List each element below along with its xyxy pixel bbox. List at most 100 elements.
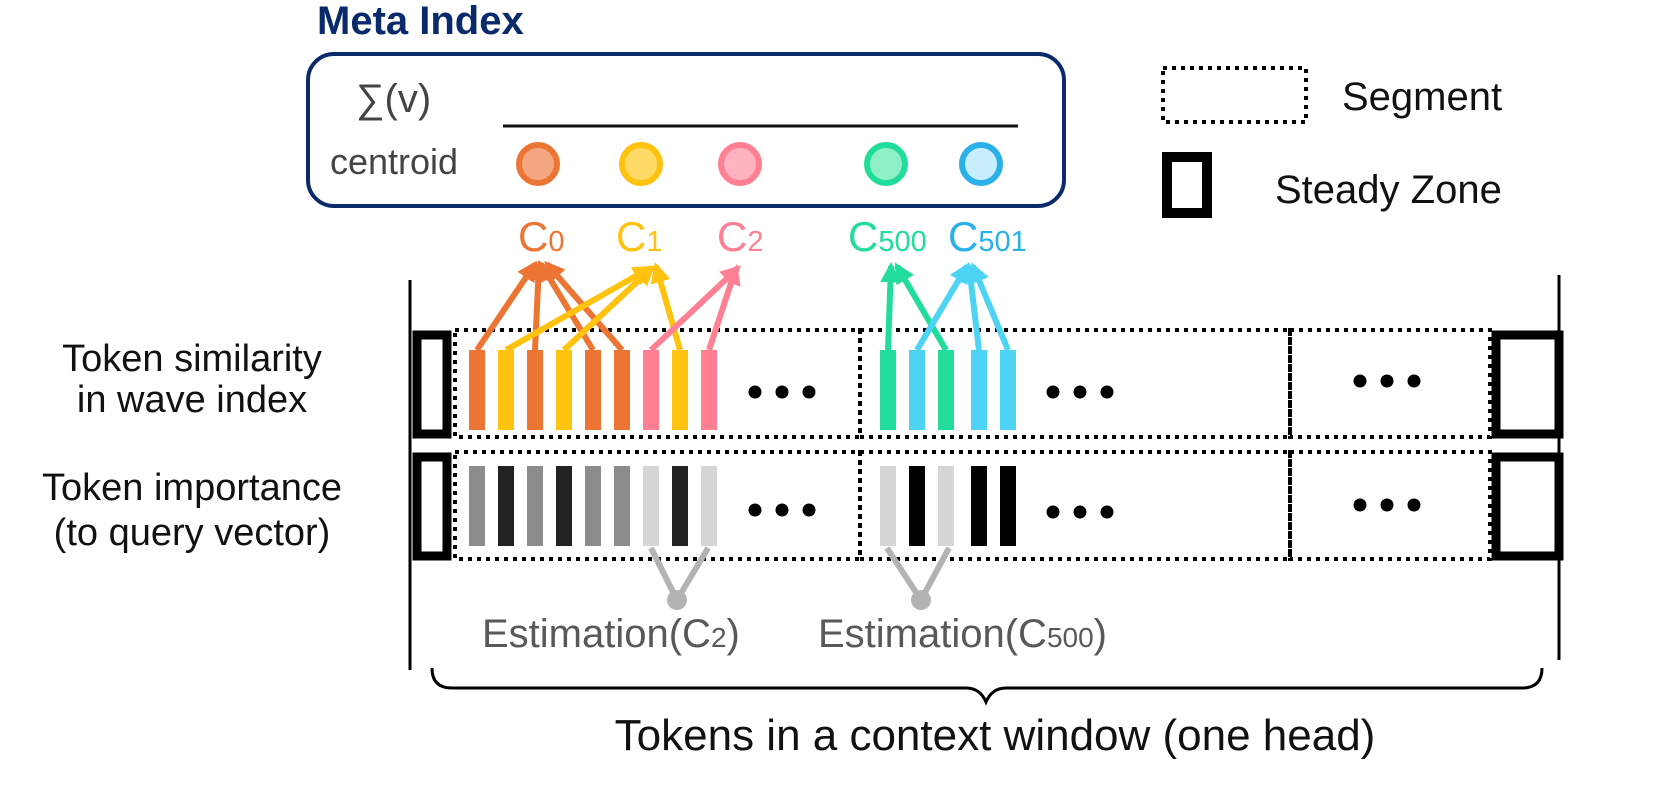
importance-row-label-line2: (to query vector) xyxy=(54,512,331,554)
importance-token-seg2-2 xyxy=(938,466,954,546)
centroid-subscript: 501 xyxy=(978,226,1026,258)
segment-outline-r1-s1 xyxy=(858,450,1292,561)
steady-zone-right-bottom xyxy=(1491,452,1564,561)
similarity-token-seg2-4 xyxy=(1000,350,1016,430)
importance-token-seg1-8 xyxy=(701,466,717,546)
segment-outline-r0-s0 xyxy=(453,328,862,439)
estimation-label-c500: Estimation(C500) xyxy=(818,612,1107,656)
steady-zone-left-top xyxy=(412,330,452,439)
estimation-label-c2: Estimation(C2) xyxy=(482,612,740,656)
meta-index-box xyxy=(306,52,1066,208)
context-window-brace xyxy=(430,667,1544,706)
similarity-token-seg1-0 xyxy=(469,350,485,430)
similarity-token-seg2-2 xyxy=(938,350,954,430)
ellipsis-dot-0-2 xyxy=(802,385,816,399)
steady-zone-legend-swatch xyxy=(1162,152,1212,218)
centroid-circle-c500 xyxy=(864,142,908,186)
ellipsis-dot-5-1 xyxy=(1380,498,1394,512)
similarity-token-seg2-0 xyxy=(880,350,896,430)
context-window-caption: Tokens in a context window (one head) xyxy=(615,711,1376,760)
importance-token-seg1-4 xyxy=(585,466,601,546)
steady-zone-left-bottom xyxy=(412,452,452,561)
similarity-token-bars xyxy=(469,350,1016,430)
centroid-circle-c0 xyxy=(516,142,560,186)
similarity-token-seg1-3 xyxy=(556,350,572,430)
ellipsis-dot-2-2 xyxy=(1407,374,1421,388)
centroid-label-c0: C0 xyxy=(518,213,564,260)
centroid-subscript: 0 xyxy=(548,226,564,258)
ellipsis-dot-2-1 xyxy=(1380,374,1394,388)
ellipsis-dot-3-2 xyxy=(802,503,816,517)
arrow-9 xyxy=(880,261,901,351)
centroid-letter: C xyxy=(948,213,978,260)
centroid-circle-c1 xyxy=(619,142,663,186)
centroid-circle-c2 xyxy=(718,142,762,186)
centroid-circle-c501 xyxy=(959,142,1003,186)
centroid-subscript: 500 xyxy=(878,226,926,258)
ellipsis-dot-1-1 xyxy=(1073,385,1087,399)
steady-zone-legend-label: Steady Zone xyxy=(1275,168,1502,212)
similarity-token-seg1-6 xyxy=(643,350,659,430)
arrow-5 xyxy=(561,265,655,353)
arrow-13 xyxy=(969,262,1011,352)
arrow-10 xyxy=(894,262,949,352)
ellipsis-dot-0-0 xyxy=(748,385,762,399)
importance-token-seg1-3 xyxy=(556,466,572,546)
importance-token-seg1-0 xyxy=(469,466,485,546)
segment-legend-label: Segment xyxy=(1342,75,1502,119)
ellipsis-dot-3-0 xyxy=(748,503,762,517)
ellipsis-dot-4-1 xyxy=(1073,505,1087,519)
importance-token-seg2-1 xyxy=(909,466,925,546)
ellipsis-dot-1-0 xyxy=(1046,385,1060,399)
centroid-letter: C xyxy=(616,213,646,260)
segment-outline-r1-s2 xyxy=(1288,450,1492,561)
estimation-connector-c500 xyxy=(884,546,952,610)
importance-token-seg1-7 xyxy=(672,466,688,546)
similarity-token-seg2-3 xyxy=(971,350,987,430)
centroid-letter: C xyxy=(848,213,878,260)
centroid-label-c501: C501 xyxy=(948,213,1027,260)
centroid-subscript: 2 xyxy=(747,226,763,258)
similarity-token-seg2-1 xyxy=(909,350,925,430)
centroid-label-c2: C2 xyxy=(717,213,763,260)
similarity-token-seg1-1 xyxy=(498,350,514,430)
centroid-label-c1: C1 xyxy=(616,213,662,260)
importance-token-seg1-6 xyxy=(643,466,659,546)
arrow-4 xyxy=(504,265,654,353)
importance-token-seg2-3 xyxy=(971,466,987,546)
ellipsis-dots xyxy=(748,374,1421,519)
meta-index-title: Meta Index xyxy=(317,0,524,43)
token-centroid-arrows xyxy=(474,259,1011,353)
sum-v-label: ∑(v) xyxy=(356,77,431,121)
ellipsis-dot-4-2 xyxy=(1100,505,1114,519)
arrow-8 xyxy=(706,264,741,351)
segment-outline-r0-s2 xyxy=(1288,328,1492,439)
centroid-label-c500: C500 xyxy=(848,213,927,260)
importance-token-bars xyxy=(469,466,1016,546)
importance-token-seg2-4 xyxy=(1000,466,1016,546)
importance-token-seg1-2 xyxy=(527,466,543,546)
similarity-row-label-line2: in wave index xyxy=(77,379,307,421)
importance-token-seg2-0 xyxy=(880,466,896,546)
importance-token-seg1-5 xyxy=(614,466,630,546)
ellipsis-dot-3-1 xyxy=(775,503,789,517)
steady-zone-right-top xyxy=(1491,330,1564,439)
importance-row-label-line1: Token importance xyxy=(42,467,342,509)
similarity-token-seg1-8 xyxy=(701,350,717,430)
centroid-letter: C xyxy=(717,213,747,260)
arrow-1 xyxy=(528,259,549,351)
centroid-letter: C xyxy=(518,213,548,260)
ellipsis-dot-4-0 xyxy=(1046,505,1060,519)
similarity-token-seg1-4 xyxy=(585,350,601,430)
segment-outline-r0-s1 xyxy=(858,328,1292,439)
estimation-connector-c2 xyxy=(648,546,711,610)
arrow-0 xyxy=(474,260,538,352)
similarity-row-label-line1: Token similarity xyxy=(62,338,322,380)
ellipsis-dot-2-0 xyxy=(1353,374,1367,388)
centroid-label: centroid xyxy=(330,141,458,182)
centroid-subscript: 1 xyxy=(646,226,662,258)
similarity-token-seg1-5 xyxy=(614,350,630,430)
arrow-6 xyxy=(650,262,683,351)
